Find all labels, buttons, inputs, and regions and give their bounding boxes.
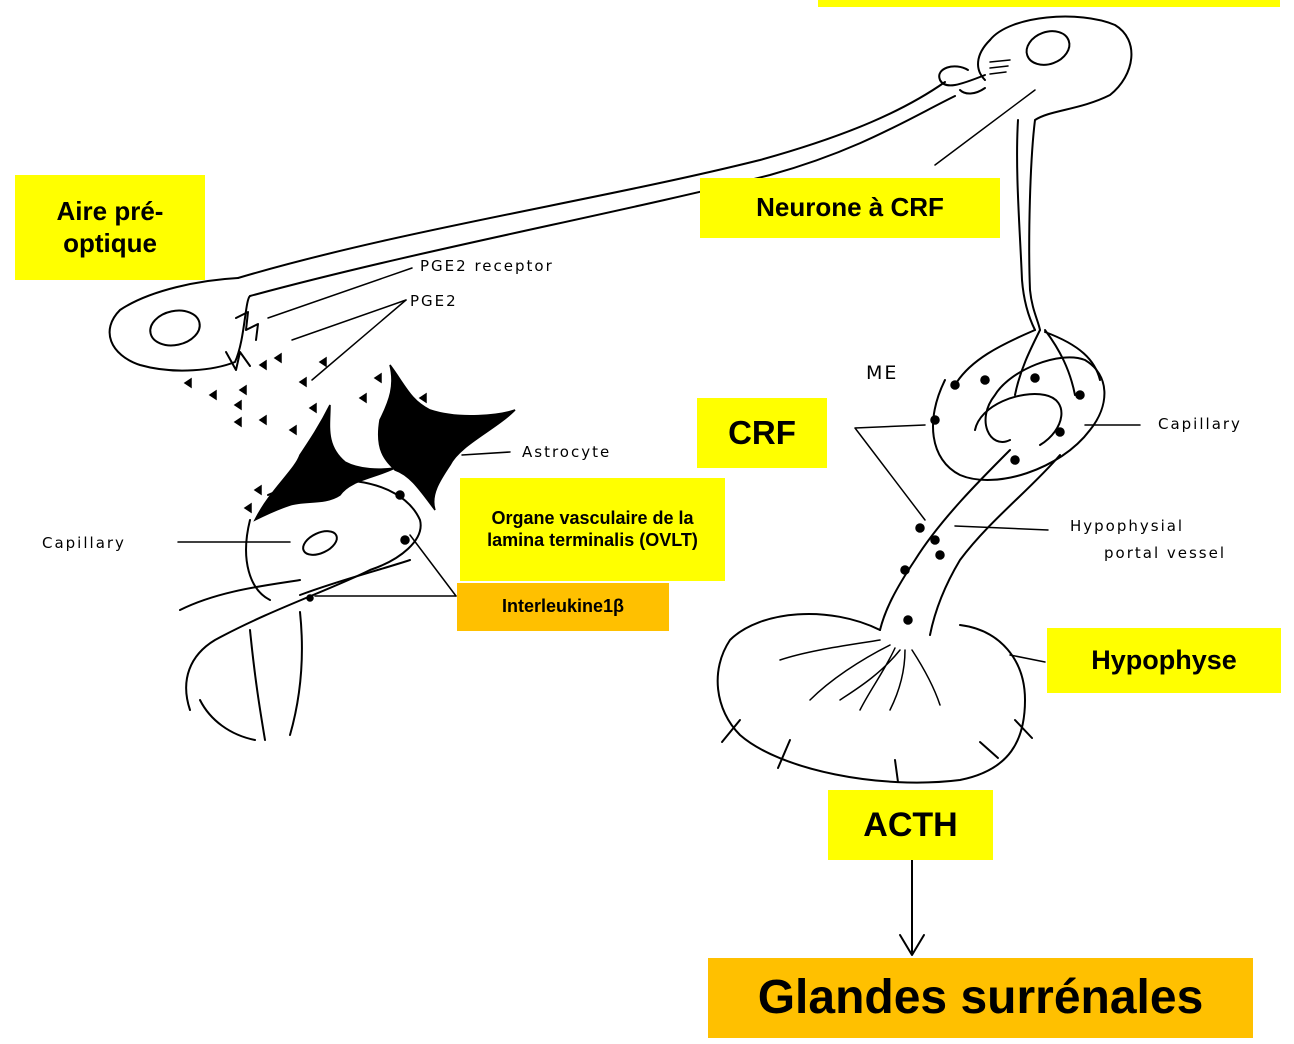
preoptic-nucleus [147,306,203,350]
neurone-crf-box: Neurone à CRF [700,178,1000,238]
portal-vessel-label: portal vessel [1104,544,1226,562]
acth-arrow-2 [778,740,790,768]
hypophysis-capillaries [780,640,940,710]
right-capillary-inner [975,394,1061,445]
synapse-marks [990,60,1010,74]
crf-dot [931,536,939,544]
crf-neuron-nucleus [1022,25,1074,70]
crf-arrow-lines [855,425,925,520]
portal-vessel-left [880,450,1010,630]
astrocyte-pointer [462,452,510,455]
crf-dot [936,551,944,559]
crf-neuron-soma-lower [978,40,990,80]
crf-dot [931,416,939,424]
crf-dot [901,566,909,574]
crf-dot [396,491,404,499]
interleukine-box: Interleukine1β [457,583,669,631]
neuron-pointer [935,90,1035,165]
hypophysis-outline [718,614,1025,783]
crf-dot [1056,428,1064,436]
pge2-pointer-a [292,300,406,340]
crf-neuron-body [990,17,1131,330]
aire-preoptique-box: Aire pré-optique [15,175,205,280]
left-capillary-lower [200,700,255,740]
crf-dot [904,616,912,624]
astrocyte-label: Astrocyte [522,443,611,461]
crf-dot [981,376,989,384]
acth-arrow-4 [980,742,998,758]
glandes-surrenales-box: Glandes surrénales [708,958,1253,1038]
astrocyte-1 [255,405,395,520]
top-yellow-box [818,0,1280,7]
me-branches [955,330,1100,395]
crf-dot [951,381,959,389]
crf-dot [307,595,313,601]
crf-dot [1076,391,1084,399]
portal-pointer [955,526,1048,530]
acth-arrow-3 [895,760,898,782]
left-capillary-tube [250,612,302,740]
ovlt-box: Organe vasculaire de la lamina terminali… [460,478,725,581]
me-label: ME [866,362,898,384]
capillary-left-label: Capillary [42,534,126,552]
interleukine-line-a [410,535,456,596]
capillary-right-label: Capillary [1158,415,1242,433]
crf-dot [401,536,409,544]
pge2-label: PGE2 [410,292,458,310]
pge2-receptor-label: PGE2 receptor [420,257,554,275]
acth-box: ACTH [828,790,993,860]
portal-vessel-right [930,455,1060,635]
crf-dot [1011,456,1019,464]
pge2-receptor-pointer [268,268,412,318]
preoptic-receptor-m [236,312,258,340]
hypophyse-box: Hypophyse [1047,628,1281,693]
crf-dot [916,524,924,532]
crf-box: CRF [697,398,827,468]
hypophysial-label: Hypophysial [1070,517,1184,535]
crf-dot [1031,374,1039,382]
left-capillary-opening [299,526,340,559]
